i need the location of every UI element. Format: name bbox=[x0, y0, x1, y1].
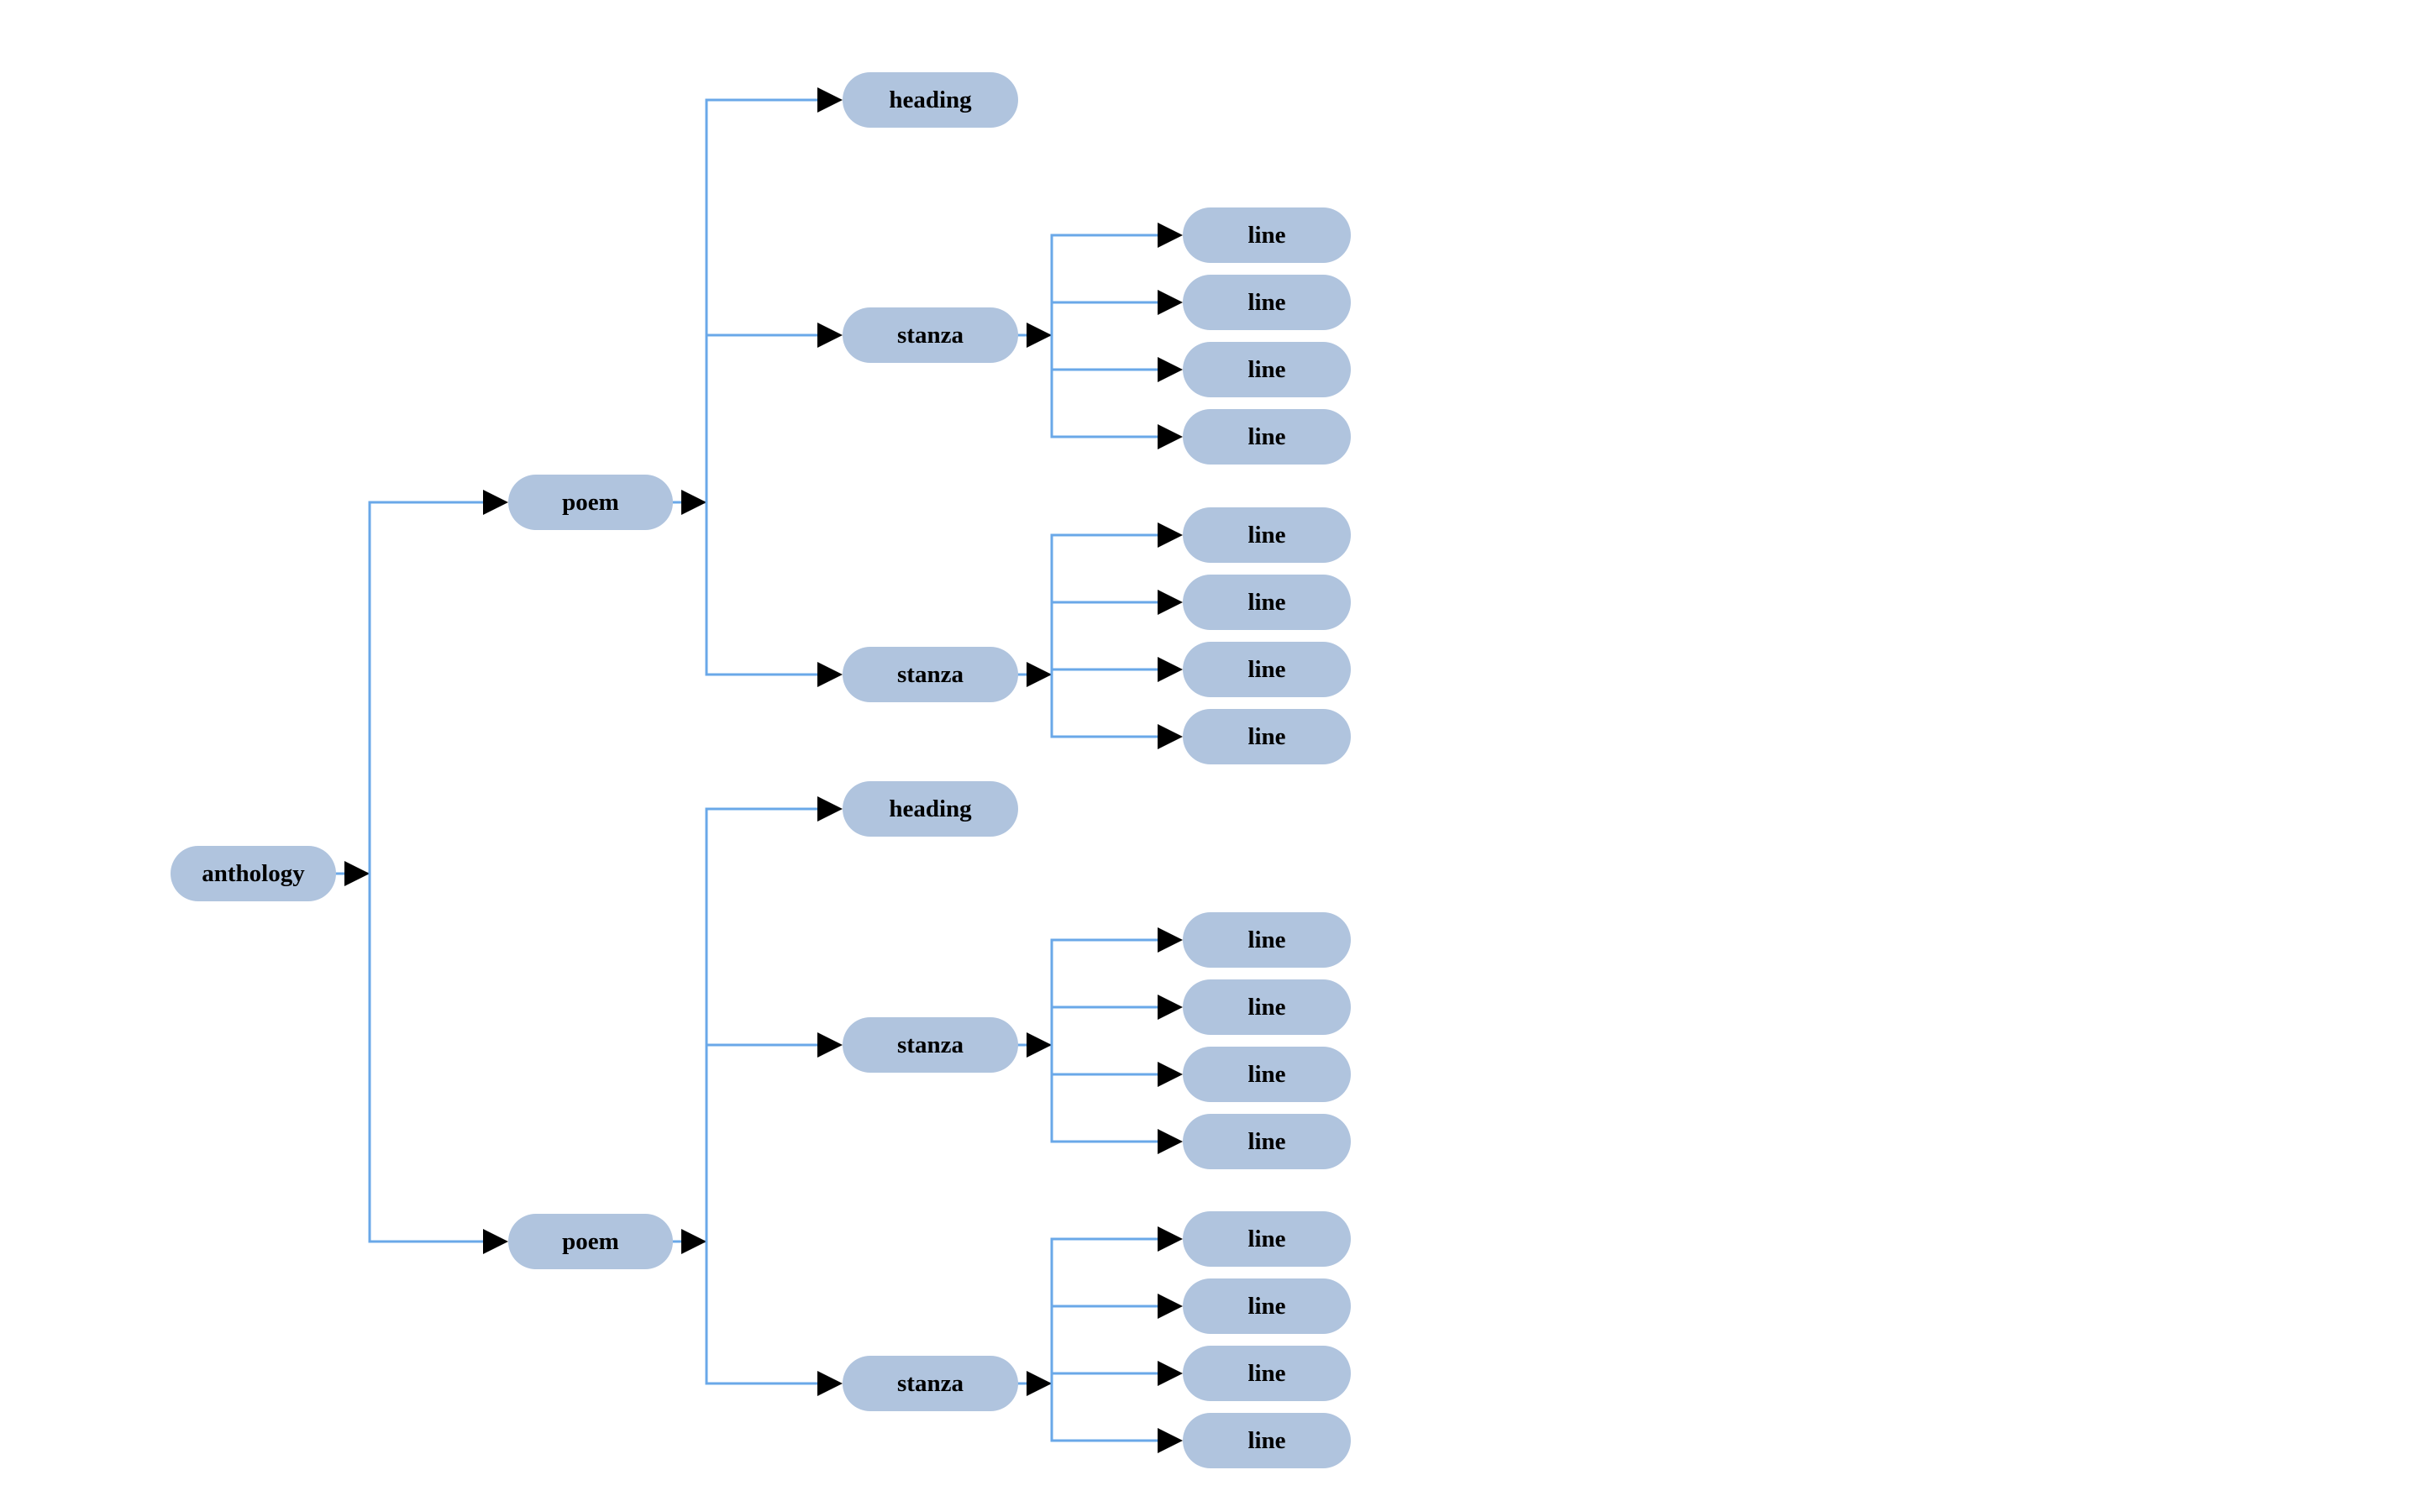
arrowhead-icon bbox=[1158, 424, 1183, 449]
arrowhead-icon bbox=[1158, 657, 1183, 682]
arrowhead-icon bbox=[1158, 995, 1183, 1020]
node-label-p1-stanza-1: stanza bbox=[897, 321, 964, 349]
arrowhead-icon bbox=[1158, 724, 1183, 749]
node-poem-2[interactable]: poem bbox=[508, 1214, 673, 1269]
arrowhead-icon bbox=[1158, 590, 1183, 615]
node-p1s2-line-3[interactable]: line bbox=[1183, 642, 1351, 697]
node-label-p2-stanza-1: stanza bbox=[897, 1031, 964, 1058]
node-label-p1s1-line-2: line bbox=[1247, 288, 1286, 316]
node-p1s1-line-2[interactable]: line bbox=[1183, 275, 1351, 330]
node-label-p2s2-line-4: line bbox=[1247, 1426, 1286, 1454]
arrowhead-icon bbox=[1027, 662, 1052, 687]
node-p2s1-line-1[interactable]: line bbox=[1183, 912, 1351, 968]
node-label-p2s1-line-2: line bbox=[1247, 993, 1286, 1021]
arrowhead-icon bbox=[817, 1032, 843, 1058]
node-p1-heading[interactable]: heading bbox=[843, 72, 1018, 128]
arrowhead-icon bbox=[681, 490, 706, 515]
node-label-p1s1-line-3: line bbox=[1247, 355, 1286, 383]
node-label-p1s1-line-4: line bbox=[1247, 423, 1286, 450]
arrowhead-icon bbox=[817, 87, 843, 113]
arrowhead-icon bbox=[1158, 1129, 1183, 1154]
node-p2s2-line-3[interactable]: line bbox=[1183, 1346, 1351, 1401]
node-label-p2s2-line-3: line bbox=[1247, 1359, 1286, 1387]
node-p2s1-line-4[interactable]: line bbox=[1183, 1114, 1351, 1169]
arrowhead-icon bbox=[817, 1371, 843, 1396]
arrowhead-icon bbox=[1158, 1226, 1183, 1252]
arrowhead-icon bbox=[344, 861, 370, 886]
node-p1-stanza-1[interactable]: stanza bbox=[843, 307, 1018, 363]
arrowhead-icon bbox=[1158, 1294, 1183, 1319]
node-label-p2s2-line-2: line bbox=[1247, 1292, 1286, 1320]
node-label-p2s2-line-1: line bbox=[1247, 1225, 1286, 1252]
arrowhead-icon bbox=[817, 662, 843, 687]
arrowhead-icon bbox=[1158, 927, 1183, 953]
arrowhead-icon bbox=[681, 1229, 706, 1254]
node-p1s1-line-4[interactable]: line bbox=[1183, 409, 1351, 465]
arrowhead-icon bbox=[1158, 1062, 1183, 1087]
arrowhead-icon bbox=[1158, 223, 1183, 248]
node-label-anthology: anthology bbox=[202, 859, 305, 887]
node-label-poem-1: poem bbox=[562, 488, 619, 516]
node-p2-stanza-2[interactable]: stanza bbox=[843, 1356, 1018, 1411]
node-p2s2-line-1[interactable]: line bbox=[1183, 1211, 1351, 1267]
arrowhead-icon bbox=[483, 490, 508, 515]
node-label-p1s2-line-2: line bbox=[1247, 588, 1286, 616]
node-p1s2-line-1[interactable]: line bbox=[1183, 507, 1351, 563]
node-p1-stanza-2[interactable]: stanza bbox=[843, 647, 1018, 702]
node-p1s2-line-4[interactable]: line bbox=[1183, 709, 1351, 764]
node-p2s1-line-3[interactable]: line bbox=[1183, 1047, 1351, 1102]
node-label-poem-2: poem bbox=[562, 1227, 619, 1255]
node-label-p1s2-line-3: line bbox=[1247, 655, 1286, 683]
node-label-p2-stanza-2: stanza bbox=[897, 1369, 964, 1397]
arrowhead-icon bbox=[1158, 1428, 1183, 1453]
node-label-p2s1-line-3: line bbox=[1247, 1060, 1286, 1088]
node-p2-stanza-1[interactable]: stanza bbox=[843, 1017, 1018, 1073]
node-p1s1-line-1[interactable]: line bbox=[1183, 207, 1351, 263]
node-label-p2s1-line-4: line bbox=[1247, 1127, 1286, 1155]
node-p2-heading[interactable]: heading bbox=[843, 781, 1018, 837]
node-p1s2-line-2[interactable]: line bbox=[1183, 575, 1351, 630]
node-label-p2-heading: heading bbox=[889, 795, 972, 822]
arrowhead-icon bbox=[1158, 522, 1183, 548]
arrowhead-icon bbox=[1158, 1361, 1183, 1386]
node-p2s2-line-4[interactable]: line bbox=[1183, 1413, 1351, 1468]
arrowhead-icon bbox=[1158, 290, 1183, 315]
arrowhead-icon bbox=[817, 796, 843, 822]
node-label-p1-stanza-2: stanza bbox=[897, 660, 964, 688]
node-label-p2s1-line-1: line bbox=[1247, 926, 1286, 953]
node-p2s2-line-2[interactable]: line bbox=[1183, 1278, 1351, 1334]
arrowhead-icon bbox=[1027, 1371, 1052, 1396]
node-label-p1s1-line-1: line bbox=[1247, 221, 1286, 249]
node-label-p1s2-line-1: line bbox=[1247, 521, 1286, 549]
node-p1s1-line-3[interactable]: line bbox=[1183, 342, 1351, 397]
arrowhead-icon bbox=[1027, 323, 1052, 348]
node-p2s1-line-2[interactable]: line bbox=[1183, 979, 1351, 1035]
node-poem-1[interactable]: poem bbox=[508, 475, 673, 530]
node-label-p1-heading: heading bbox=[889, 86, 972, 113]
arrowhead-icon bbox=[817, 323, 843, 348]
arrowhead-icon bbox=[483, 1229, 508, 1254]
node-label-p1s2-line-4: line bbox=[1247, 722, 1286, 750]
node-anthology[interactable]: anthology bbox=[171, 846, 336, 901]
arrowhead-icon bbox=[1158, 357, 1183, 382]
arrowhead-icon bbox=[1027, 1032, 1052, 1058]
